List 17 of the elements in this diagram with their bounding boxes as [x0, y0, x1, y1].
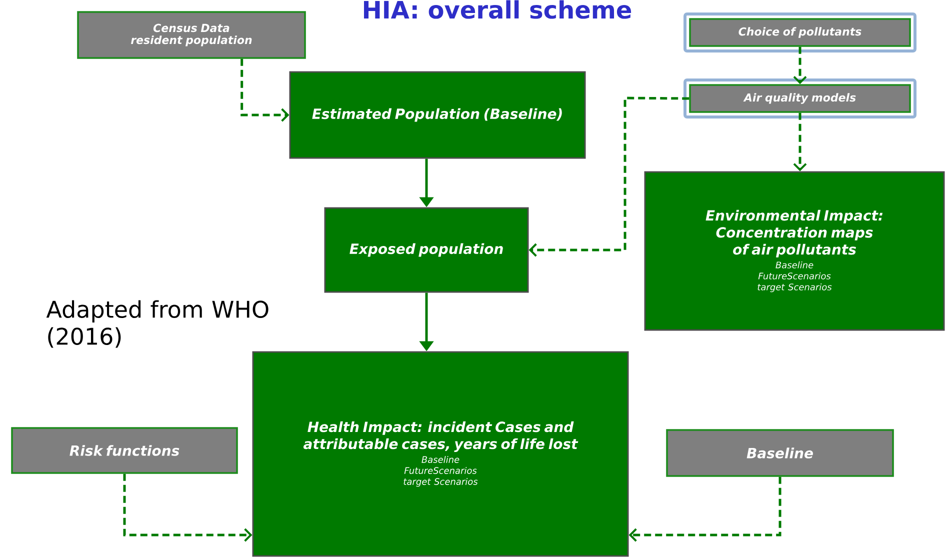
process-box: Exposed population: [324, 207, 529, 293]
arrow: [528, 96, 690, 257]
title: HIA: overall scheme: [364, 0, 632, 19]
input-box: Risk functions: [11, 427, 238, 474]
framed-input-box: Choice of pollutants: [684, 12, 916, 52]
arrow: [628, 476, 782, 542]
arrow: [793, 112, 807, 172]
source-note: Adapted from WHO (2016): [46, 300, 268, 348]
process-box: Health Impact: incident Cases and attributable cases, years of life lost Baseline FutureScenarios target Scenarios: [252, 351, 629, 557]
arrow: [240, 58, 290, 122]
framed-input-box: Air quality models: [684, 78, 916, 118]
process-box: Environmental Impact: Concentration maps of air pollutants Baseline FutureScenarios target Scenarios: [644, 171, 945, 331]
process-box: Estimated Population (Baseline): [289, 71, 586, 159]
arrow: [123, 474, 252, 542]
arrow: [793, 46, 807, 84]
input-box: Census Data resident population: [77, 11, 306, 59]
input-box: Baseline: [666, 429, 894, 477]
